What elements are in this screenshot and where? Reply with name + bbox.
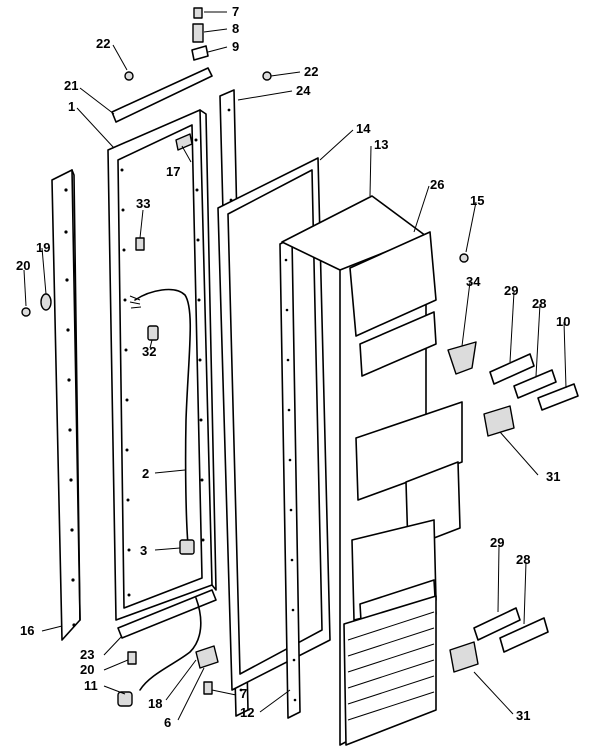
callout-22-right: 22 (304, 64, 318, 79)
callout-24: 24 (296, 83, 311, 98)
callout-17: 17 (166, 164, 180, 179)
callout-1: 1 (68, 99, 75, 114)
leader-lines (23, 11, 567, 721)
callout-2: 2 (142, 466, 149, 481)
callout-32: 32 (142, 344, 156, 359)
callout-28-upper: 28 (532, 296, 546, 311)
callout-7-bottom: 7 (240, 686, 247, 701)
callout-18: 18 (148, 696, 162, 711)
callout-29-lower: 29 (490, 535, 504, 550)
part-14-gasket (217, 157, 331, 691)
callout-6: 6 (164, 715, 171, 730)
callout-12: 12 (240, 705, 254, 720)
callout-7-top: 7 (232, 4, 239, 19)
callout-16: 16 (20, 623, 34, 638)
callout-9: 9 (232, 39, 239, 54)
part-3-connector (179, 539, 195, 555)
part-15-screw (459, 253, 469, 263)
parts-7-8-9-top-hinge (191, 7, 209, 61)
liner-compartments (343, 231, 463, 746)
part-34-funnel (447, 341, 477, 375)
callout-21: 21 (64, 78, 78, 93)
callout-20-left: 20 (16, 258, 30, 273)
callout-labels: 7 8 9 22 22 21 24 1 14 13 17 26 15 33 19… (16, 4, 570, 730)
callout-31-upper: 31 (546, 469, 560, 484)
part-2-wire-harness (129, 288, 192, 546)
part-16-side-trim (51, 169, 81, 641)
callout-13: 13 (374, 137, 388, 152)
part-31-bracket-upper (483, 405, 515, 437)
callout-29-upper: 29 (504, 283, 518, 298)
bottom-hinge-hardware (117, 589, 219, 707)
part-31-bracket-lower (449, 641, 479, 673)
part-1-door-frame (107, 109, 217, 621)
callout-14: 14 (356, 121, 371, 136)
part-17-bracket (175, 133, 193, 151)
part-32-plug (147, 325, 159, 341)
callout-19: 19 (36, 240, 50, 255)
callout-26: 26 (430, 177, 444, 192)
callout-33: 33 (136, 196, 150, 211)
callout-3: 3 (140, 543, 147, 558)
parts-19-20-side-hardware (21, 293, 52, 317)
callout-20-bottom: 20 (80, 662, 94, 677)
callout-23: 23 (80, 647, 94, 662)
callout-10: 10 (556, 314, 570, 329)
part-33-clip (135, 237, 145, 251)
callout-34: 34 (466, 274, 481, 289)
part-21-hinge-plate (111, 67, 213, 123)
parts-29-28-10-upper (489, 353, 579, 411)
callout-22-left: 22 (96, 36, 110, 51)
callout-28-lower: 28 (516, 552, 530, 567)
callout-15: 15 (470, 193, 484, 208)
parts-29-28-lower (473, 607, 549, 653)
callout-11: 11 (84, 678, 98, 693)
callout-8: 8 (232, 21, 239, 36)
callout-31-lower: 31 (516, 708, 530, 723)
part-22-screw (124, 71, 272, 81)
